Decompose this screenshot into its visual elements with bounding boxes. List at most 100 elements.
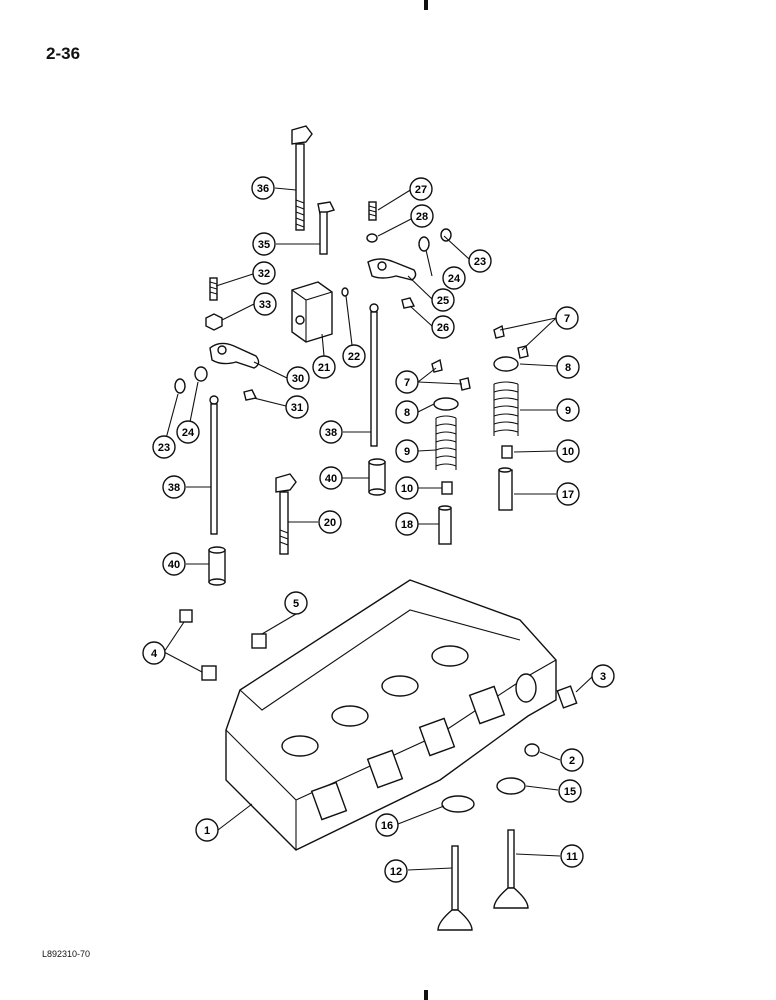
callout-9-middle: 9 (395, 439, 419, 463)
washer-24-lower (194, 366, 208, 382)
svg-text:40: 40 (325, 473, 337, 485)
callout-40-left: 40 (162, 552, 186, 576)
push-rod-38-left (209, 395, 219, 535)
callout-22: 22 (342, 344, 366, 368)
svg-text:3: 3 (600, 671, 606, 683)
svg-text:2: 2 (569, 755, 575, 767)
callout-10-right: 10 (556, 439, 580, 463)
svg-text:30: 30 (292, 373, 304, 385)
callout-8-right: 8 (556, 355, 580, 379)
plug-4-upper (179, 609, 193, 623)
clip-23-upper (440, 228, 452, 242)
callout-15: 15 (558, 779, 582, 803)
svg-text:35: 35 (258, 239, 270, 251)
adjusting-screw-32 (209, 277, 218, 301)
svg-text:17: 17 (562, 489, 574, 501)
callout-30: 30 (286, 366, 310, 390)
svg-text:18: 18 (401, 519, 413, 531)
svg-text:38: 38 (168, 482, 180, 494)
svg-text:23: 23 (158, 442, 170, 454)
ball-socket-26 (401, 297, 416, 309)
plug-2 (524, 743, 540, 757)
document-reference: L892310-70 (42, 949, 91, 959)
svg-text:31: 31 (291, 402, 303, 414)
svg-text:24: 24 (448, 273, 461, 285)
callout-4: 4 (142, 641, 166, 665)
callout-23-upper: 23 (468, 249, 492, 273)
svg-text:40: 40 (168, 559, 180, 571)
valve-guide-18 (438, 505, 452, 545)
callout-35: 35 (252, 232, 276, 256)
svg-text:33: 33 (259, 299, 271, 311)
svg-text:4: 4 (151, 648, 158, 660)
callout-24-upper: 24 (442, 266, 466, 290)
svg-text:11: 11 (566, 851, 578, 863)
callout-2: 2 (560, 748, 584, 772)
page-number: 2-36 (46, 44, 81, 63)
svg-text:20: 20 (324, 517, 336, 529)
retainer-8-right (493, 356, 519, 372)
callout-17: 17 (556, 482, 580, 506)
bolt-35 (317, 201, 336, 255)
callout-32: 32 (252, 261, 276, 285)
collet-7-right-a (493, 324, 505, 339)
washer-24-upper (418, 236, 430, 252)
rocker-shaft-support-21 (291, 281, 333, 343)
svg-text:8: 8 (565, 362, 571, 374)
rocker-arm-25 (367, 258, 417, 281)
valve-12 (437, 845, 473, 931)
svg-text:25: 25 (437, 295, 449, 307)
callout-7-middle: 7 (395, 370, 419, 394)
svg-text:22: 22 (348, 351, 360, 363)
callout-25: 25 (431, 288, 455, 312)
callout-bubbles: 36 27 28 35 23 24 32 25 33 26 7 21 22 8 … (142, 176, 615, 883)
callout-33: 33 (253, 292, 277, 316)
svg-text:7: 7 (404, 377, 410, 389)
callout-10-middle: 10 (395, 476, 419, 500)
svg-text:15: 15 (564, 786, 576, 798)
adjusting-screw-27 (368, 201, 377, 221)
collet-7-middle-b (459, 377, 471, 391)
rocker-arm-30 (209, 342, 260, 369)
svg-text:32: 32 (258, 268, 270, 280)
valve-spring-9-middle (435, 415, 457, 470)
binding-mark-top (424, 0, 428, 10)
valve-seat-16 (441, 795, 475, 813)
callout-11: 11 (560, 844, 584, 868)
svg-text:23: 23 (474, 256, 486, 268)
valve-11 (493, 829, 529, 909)
callout-12: 12 (384, 859, 408, 883)
callout-26: 26 (431, 315, 455, 339)
bolt-36 (291, 125, 313, 231)
sleeve-3 (556, 685, 578, 709)
svg-text:21: 21 (318, 362, 330, 374)
nut-28 (366, 233, 378, 243)
tappet-40-right (368, 458, 386, 496)
leader-lines (163, 187, 594, 871)
svg-text:8: 8 (404, 407, 410, 419)
callout-40-right: 40 (319, 466, 343, 490)
valve-seal-10-middle (441, 481, 453, 495)
plug-5 (251, 633, 267, 649)
cylinder-head-1 (225, 579, 557, 851)
svg-text:10: 10 (401, 483, 413, 495)
valve-spring-9-right (493, 381, 519, 436)
collet-7-right-b (517, 345, 529, 359)
plug-4-lower (201, 665, 217, 681)
svg-text:9: 9 (404, 446, 410, 458)
svg-text:1: 1 (204, 825, 210, 837)
svg-text:27: 27 (415, 184, 427, 196)
callout-27: 27 (409, 177, 433, 201)
svg-text:28: 28 (416, 211, 428, 223)
svg-text:5: 5 (293, 598, 299, 610)
callout-9-right: 9 (556, 398, 580, 422)
tappet-40-left (208, 546, 226, 586)
callout-3: 3 (591, 664, 615, 688)
callout-8-middle: 8 (395, 400, 419, 424)
callout-23-lower: 23 (152, 435, 176, 459)
binding-mark-bottom (424, 990, 428, 1000)
callout-20: 20 (318, 510, 342, 534)
callout-28: 28 (410, 204, 434, 228)
callout-36: 36 (251, 176, 275, 200)
